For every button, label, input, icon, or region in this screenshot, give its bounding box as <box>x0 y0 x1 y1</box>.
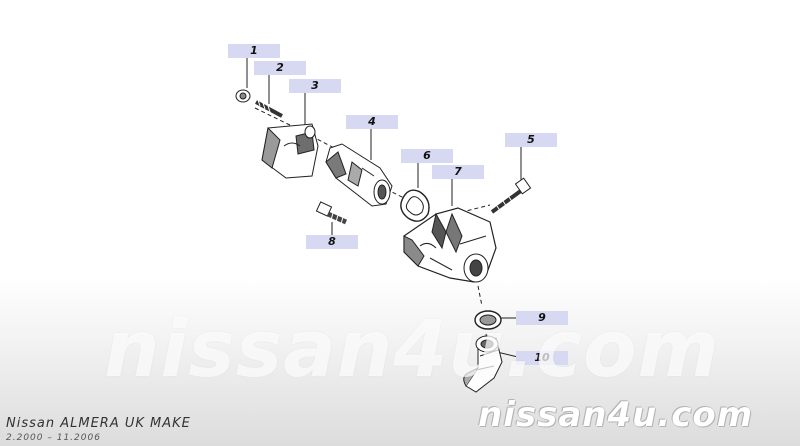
part-10-hose-fitting <box>463 335 503 393</box>
part-6-gasket <box>400 189 430 222</box>
callout-label-7[interactable]: 7 <box>432 165 484 179</box>
model-title: Nissan ALMERA UK MAKE <box>6 416 191 431</box>
callout-label-2[interactable]: 2 <box>254 61 306 75</box>
part-1-nut <box>235 89 251 103</box>
callout-label-8[interactable]: 8 <box>306 235 358 249</box>
part-4-housing <box>325 143 393 207</box>
model-years: 2.2000 – 11.2006 <box>6 433 101 443</box>
part-2-stud <box>255 99 283 118</box>
watermark-main: nissan4u.com <box>104 305 720 395</box>
watermark-footer: nissan4u.com <box>478 395 754 435</box>
callout-label-1[interactable]: 1 <box>228 44 280 58</box>
callout-label-5[interactable]: 5 <box>505 133 557 147</box>
part-7-main-housing <box>403 207 497 283</box>
callout-label-9[interactable]: 9 <box>516 311 568 325</box>
part-8-screw <box>315 201 348 225</box>
callout-label-3[interactable]: 3 <box>289 79 341 93</box>
part-3-bracket <box>261 123 319 179</box>
part-9-o-ring <box>474 310 502 330</box>
callout-label-10[interactable]: 10 <box>516 351 568 365</box>
callout-label-6[interactable]: 6 <box>401 149 453 163</box>
callout-label-4[interactable]: 4 <box>346 115 398 129</box>
part-5-bolt <box>490 177 532 214</box>
